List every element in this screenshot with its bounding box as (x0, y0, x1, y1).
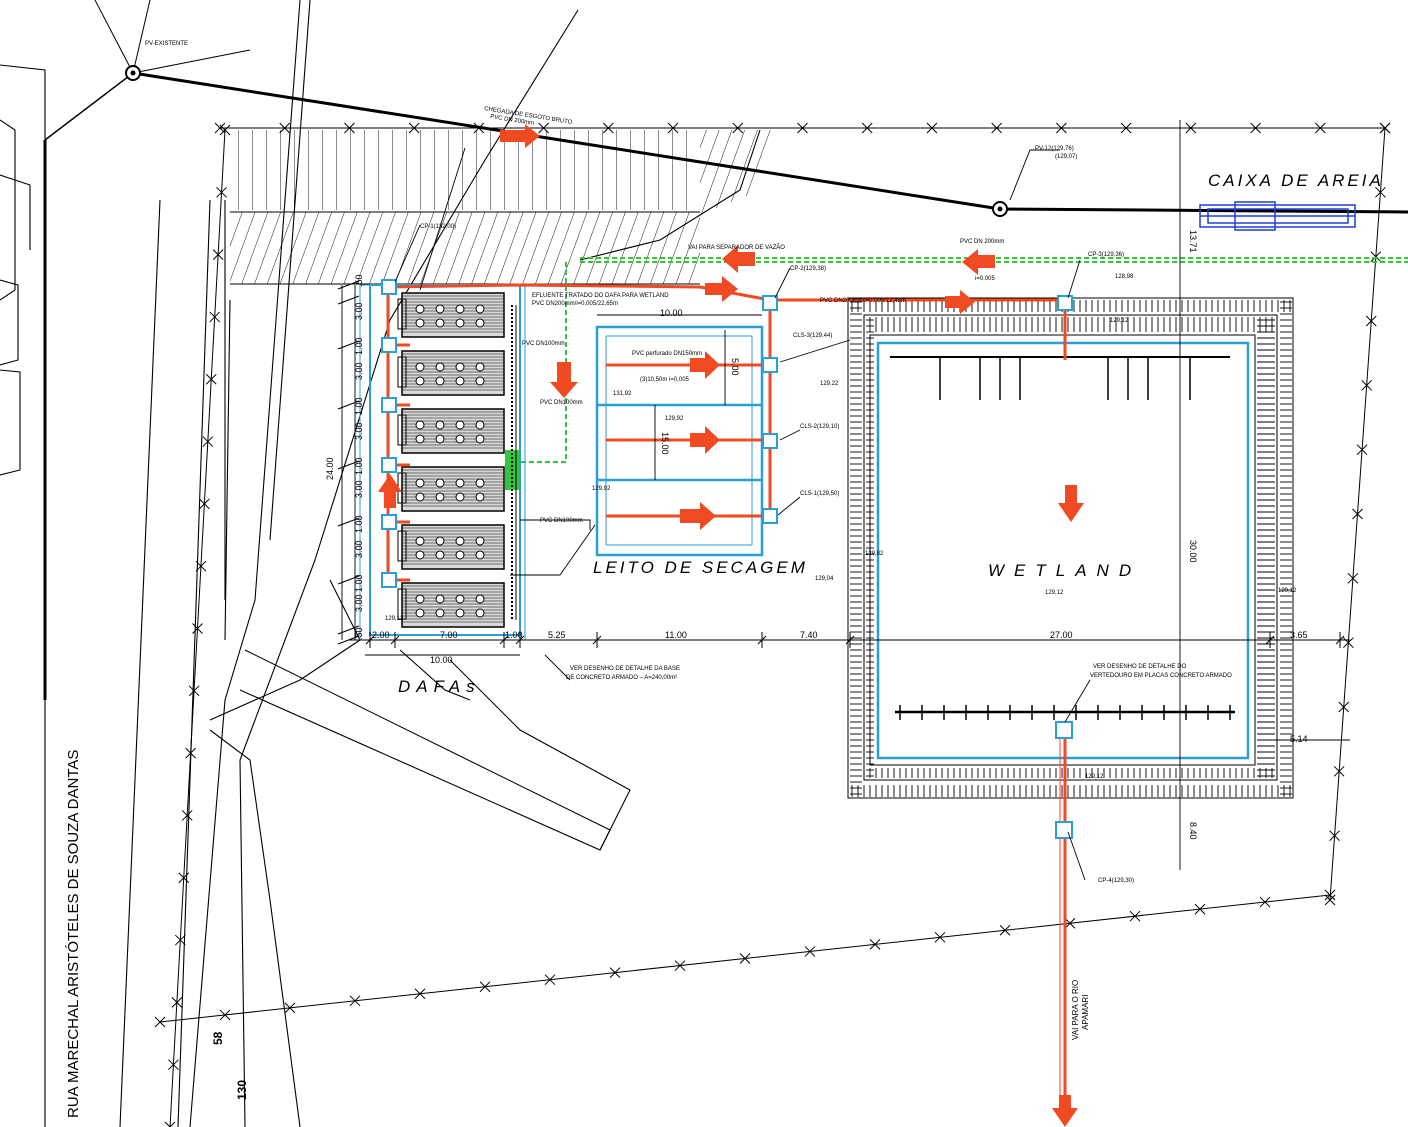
svg-text:5.00: 5.00 (730, 358, 740, 376)
svg-text:1.00: 1.00 (354, 574, 364, 592)
svg-text:129,04: 129,04 (815, 576, 834, 582)
svg-text:129,92: 129,92 (665, 416, 684, 422)
svg-text:5.14: 5.14 (1290, 734, 1308, 744)
svg-text:PVC DN200mm/i=0,005/12,45m: PVC DN200mm/i=0,005/12,45m (820, 298, 906, 304)
svg-text:24.00: 24.00 (325, 457, 335, 480)
dafa-tanks (359, 284, 526, 641)
svg-text:PVC DN100mm: PVC DN100mm (540, 518, 583, 524)
svg-text:PVC DN200mm/i=0,005/22,65m: PVC DN200mm/i=0,005/22,65m (532, 301, 618, 307)
svg-text:129,82: 129,82 (865, 551, 884, 557)
svg-text:VER DESENHO DE DETALHE DO: VER DESENHO DE DETALHE DO (1093, 664, 1187, 670)
svg-text:DE CONCRETO ARMADO – A=240,0: DE CONCRETO ARMADO – A=240,00m² (566, 675, 677, 681)
svg-text:PV-EXISTENTE: PV-EXISTENTE (145, 41, 188, 47)
svg-text:CLS-2(129,10): CLS-2(129,10) (800, 424, 839, 430)
svg-text:PVC perfurado DN150mm: PVC perfurado DN150mm (632, 351, 702, 357)
svg-text:VAI PARA SEPARADOR DE VAZÃO: VAI PARA SEPARADOR DE VAZÃO (688, 244, 785, 251)
dafa-unit (397, 350, 505, 396)
wetland-label: WETLAND (988, 561, 1141, 580)
svg-text:11.00: 11.00 (665, 630, 687, 640)
dafa-unit (397, 292, 505, 338)
svg-text:.50: .50 (354, 627, 364, 640)
svg-text:58: 58 (211, 1031, 225, 1045)
svg-text:3.65: 3.65 (1290, 630, 1308, 640)
hatched-area-middle (230, 212, 700, 284)
svg-text:7.40: 7.40 (800, 630, 818, 640)
svg-text:2.00: 2.00 (372, 630, 390, 640)
svg-text:129,92: 129,92 (592, 486, 611, 492)
svg-text:3.00: 3.00 (354, 480, 364, 498)
svg-text:5.25: 5.25 (548, 630, 566, 640)
svg-text:(3)10,50m i=0,005: (3)10,50m i=0,005 (640, 377, 690, 383)
svg-text:PVC DN100mm: PVC DN100mm (540, 400, 583, 406)
svg-text:CLS-1(129,50): CLS-1(129,50) (800, 491, 839, 497)
svg-text:3.00: 3.00 (354, 302, 364, 320)
svg-text:10.00: 10.00 (660, 308, 683, 318)
svg-text:3.00: 3.00 (354, 594, 364, 612)
svg-text:129,12: 129,12 (1045, 590, 1064, 596)
property-fence (154, 122, 1391, 1127)
svg-text:PVC DN 200mm: PVC DN 200mm (960, 239, 1004, 245)
svg-text:27.00: 27.00 (1050, 630, 1073, 640)
flow-arrows (378, 124, 1084, 1127)
hatched-area-top (230, 130, 700, 210)
leito-label: LEITO DE SECAGEM (593, 558, 808, 577)
svg-text:3.00: 3.00 (354, 540, 364, 558)
svg-text:1.00: 1.00 (354, 337, 364, 355)
dafa-unit (397, 524, 505, 570)
svg-text:3.00: 3.00 (354, 422, 364, 440)
svg-text:129,22: 129,22 (820, 381, 839, 387)
svg-text:13.71: 13.71 (1188, 230, 1198, 253)
svg-text:1.00: 1.00 (505, 630, 523, 640)
svg-text:CP-3(129,36): CP-3(129,36) (1088, 252, 1124, 258)
svg-text:129,12: 129,12 (1085, 774, 1104, 780)
leader-lines (394, 147, 1091, 881)
svg-text:128,98: 128,98 (1115, 274, 1134, 280)
svg-text:10.00: 10.00 (430, 655, 453, 665)
svg-text:CLS-3(129,44): CLS-3(129,44) (793, 333, 832, 339)
svg-text:8.40: 8.40 (1188, 822, 1198, 840)
road-outlines (0, 0, 761, 1127)
svg-text:i=0,005: i=0,005 (975, 276, 996, 282)
svg-text:(129,07): (129,07) (1055, 154, 1077, 160)
svg-text:PV-12(129,76): PV-12(129,76) (1035, 146, 1074, 152)
caixa-de-areia (1199, 201, 1356, 231)
dimension-lines (341, 120, 1350, 870)
svg-text:130: 130 (235, 1080, 249, 1100)
caixa-de-areia-label: CAIXA DE AREIA (1208, 171, 1384, 190)
existing-sewer-line (43, 0, 1408, 700)
svg-text:CP-1(132,00): CP-1(132,00) (420, 224, 456, 230)
green-bypass-line (520, 257, 1408, 463)
svg-text:1.00: 1.00 (354, 397, 364, 415)
svg-text:129,12: 129,12 (1110, 318, 1129, 324)
svg-text:129,12: 129,12 (385, 616, 404, 622)
svg-text:CP-2(129,38): CP-2(129,38) (790, 266, 826, 272)
dafas-label: DAFAs (398, 677, 481, 696)
svg-text:VAI PARA O RIO: VAI PARA O RIO (1071, 980, 1080, 1040)
hatched-area-corner (700, 130, 780, 215)
svg-text:30.00: 30.00 (1188, 540, 1198, 563)
svg-text:131,92: 131,92 (613, 391, 632, 397)
svg-text:CP-4(129,30): CP-4(129,30) (1098, 878, 1134, 884)
svg-text:15.00: 15.00 (660, 432, 670, 455)
street-name: RUA MARECHAL ARISTÓTELES DE SOUZA DANTAS (65, 750, 82, 1118)
svg-text:PVC DN100mm: PVC DN100mm (522, 341, 565, 347)
svg-text:7.00: 7.00 (440, 630, 458, 640)
svg-text:EFLUENTE TRATADO DO DAFA PARA: EFLUENTE TRATADO DO DAFA PARA WETLAND (532, 293, 669, 299)
svg-text:3.00: 3.00 (354, 362, 364, 380)
dafa-unit (397, 408, 505, 454)
svg-text:1.00: 1.00 (354, 457, 364, 475)
svg-text:APAMARI: APAMARI (1081, 995, 1090, 1030)
treated-effluent-pipes (386, 283, 1067, 1100)
dafa-unit (397, 582, 505, 628)
svg-text:.50: .50 (354, 274, 364, 287)
fence-post (164, 1121, 171, 1127)
svg-text:1.00: 1.00 (354, 515, 364, 533)
svg-text:129,12: 129,12 (1278, 588, 1297, 594)
svg-text:VERTEDOURO EM PLACAS CONCRETO: VERTEDOURO EM PLACAS CONCRETO ARMADO (1090, 673, 1232, 679)
svg-text:VER DESENHO DE DETALHE DA BASE: VER DESENHO DE DETALHE DA BASE (570, 666, 680, 672)
dafa-unit (397, 466, 505, 512)
inspection-boxes (381, 279, 1073, 839)
